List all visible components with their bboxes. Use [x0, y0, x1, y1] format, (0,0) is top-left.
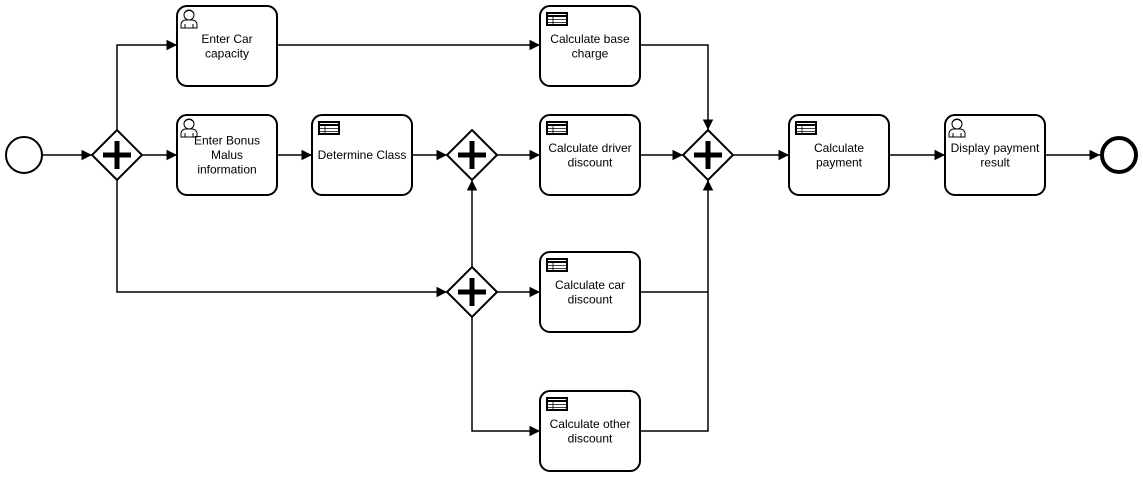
table-icon [546, 258, 568, 272]
task-box [944, 114, 1046, 196]
task-label: discount [568, 292, 613, 306]
task-label: Calculate driver [548, 141, 631, 155]
task-label: information [197, 163, 256, 177]
merge-gateway[interactable] [681, 128, 735, 182]
user-icon [948, 118, 966, 138]
flow-discount-gateway-to-other-discount [471, 317, 540, 437]
flow-split-to-discount-gateway [116, 180, 447, 298]
task-box [176, 5, 278, 87]
parallel-plus-icon [458, 278, 486, 306]
task-label: Calculate other [550, 417, 631, 431]
task-label: capacity [205, 46, 249, 60]
discount-split-gateway[interactable] [445, 265, 499, 319]
task-label: discount [568, 431, 613, 445]
task-label: Enter Bonus [194, 134, 260, 148]
task-label: Enter Car [201, 32, 252, 46]
start-event[interactable] [5, 136, 43, 174]
task-label: result [980, 155, 1010, 169]
task-label: charge [572, 46, 609, 60]
task-label: Calculate car [555, 278, 625, 292]
parallel-plus-icon [458, 141, 486, 169]
table-icon [546, 12, 568, 26]
task-label: Calculate base [550, 32, 630, 46]
split-gateway[interactable] [90, 128, 144, 182]
end-event[interactable] [1100, 136, 1138, 174]
user-icon [180, 118, 198, 138]
task-box [176, 114, 278, 196]
task-label: Calculate [814, 141, 864, 155]
table-icon [546, 397, 568, 411]
task-label: Display payment [951, 141, 1040, 155]
parallel-plus-icon [694, 141, 722, 169]
gateways [90, 128, 735, 319]
user-icon [180, 9, 198, 29]
sequence-flows [42, 39, 1100, 437]
flow-split-to-car-capacity [116, 39, 177, 130]
task-label: Determine Class [318, 148, 407, 162]
task-label: Malus [211, 148, 243, 162]
table-icon [546, 121, 568, 135]
table-icon [795, 121, 817, 135]
task-determine-class[interactable]: Determine Class [311, 114, 413, 196]
class-join-gateway[interactable] [445, 128, 499, 182]
flow-base-charge-to-merge [640, 44, 714, 130]
task-label: payment [816, 155, 863, 169]
task-label: discount [568, 155, 613, 169]
parallel-plus-icon [103, 141, 131, 169]
flow-other-discount-to-merge [640, 180, 714, 432]
table-icon [318, 121, 340, 135]
